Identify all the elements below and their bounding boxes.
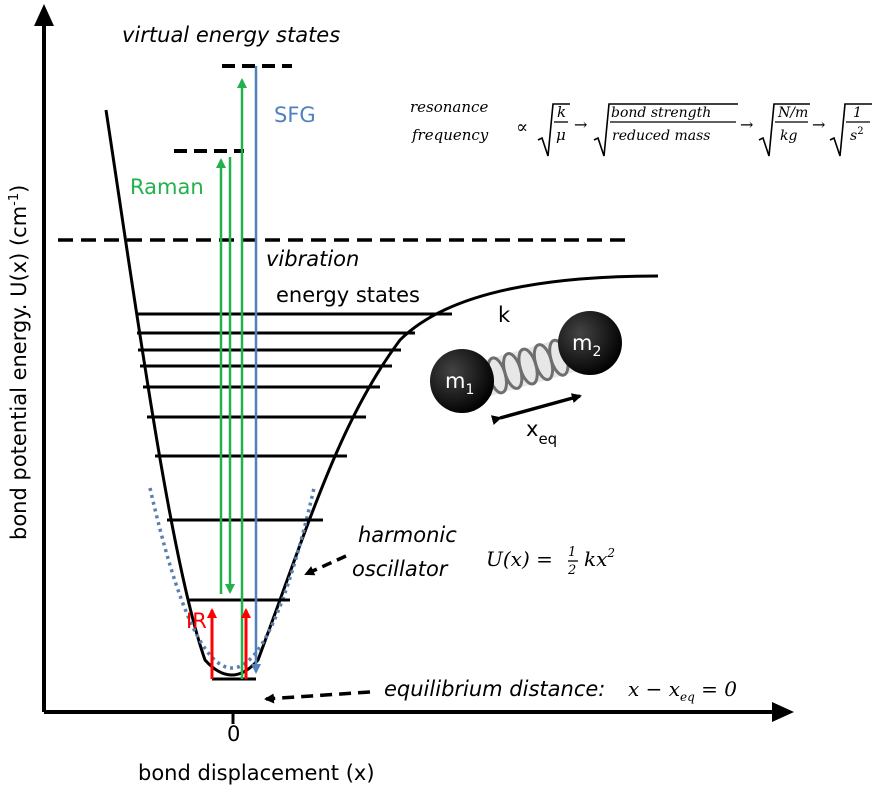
y-axis-arrowhead (34, 4, 54, 26)
x-origin-label: 0 (227, 722, 240, 746)
xeq-arrow (490, 393, 582, 425)
harmonic-pointer (304, 554, 347, 576)
virtual-states-label: virtual energy states (122, 23, 340, 47)
resonance-label-1: resonance (410, 98, 488, 116)
mass-1-label: m1 (445, 369, 474, 398)
harmonic-equation: U(x) = (486, 547, 553, 571)
radical (593, 103, 738, 157)
y-axis-label: bond potential energy. U(x) (cm-1) (7, 185, 31, 540)
arrow-1: → (574, 115, 587, 134)
fraction-bars (554, 121, 870, 562)
frac4-num: 1 (853, 105, 862, 121)
harmonic-label-1: harmonic (358, 523, 457, 547)
equilibrium-label: equilibrium distance: (384, 677, 605, 701)
resonance-label-2: frequency (411, 126, 489, 144)
raman-label: Raman (130, 175, 204, 199)
harmonic-label-2: oscillator (352, 557, 449, 581)
spring-constant-label: k (498, 303, 511, 327)
radical (758, 103, 810, 157)
arrow-2: → (740, 115, 753, 134)
harmonic-eq-denominator: 2 (567, 563, 576, 578)
proportional-symbol: ∝ (516, 117, 528, 138)
harmonic-parabola (148, 487, 316, 670)
frac2-den: reduced mass (612, 128, 711, 144)
frac1-num: k (557, 103, 566, 121)
frac3-num: N/m (777, 105, 808, 121)
equilibrium-equation: x − xeq = 0 (628, 677, 737, 704)
frac1-den: μ (556, 126, 566, 144)
resonance-radicals (537, 103, 872, 157)
harmonic-eq-numerator: 1 (568, 545, 576, 560)
frac4-den: s2 (850, 126, 864, 144)
frac3-den: kg (780, 128, 797, 144)
vibration-levels (136, 312, 452, 681)
vibration-label-1: vibration (266, 247, 359, 271)
radical (537, 103, 570, 157)
vibration-label-2: energy states (276, 283, 420, 307)
frac2-num: bond strength (611, 105, 711, 121)
equilibrium-pointer (264, 690, 371, 704)
arrow-3: → (812, 115, 825, 134)
x-axis-arrowhead (772, 702, 794, 722)
mass-2-ball (558, 311, 622, 375)
mass-1-ball (430, 349, 494, 413)
x-axis-label: bond displacement (x) (138, 761, 375, 785)
sfg-label: SFG (274, 103, 316, 127)
mass-2-label: m2 (572, 331, 601, 360)
potential-curve (104, 109, 659, 677)
xeq-label: xeq (526, 417, 557, 448)
harmonic-eq-rhs: kx2 (584, 546, 615, 571)
ir-label: IR (186, 609, 207, 633)
radical (829, 103, 872, 157)
